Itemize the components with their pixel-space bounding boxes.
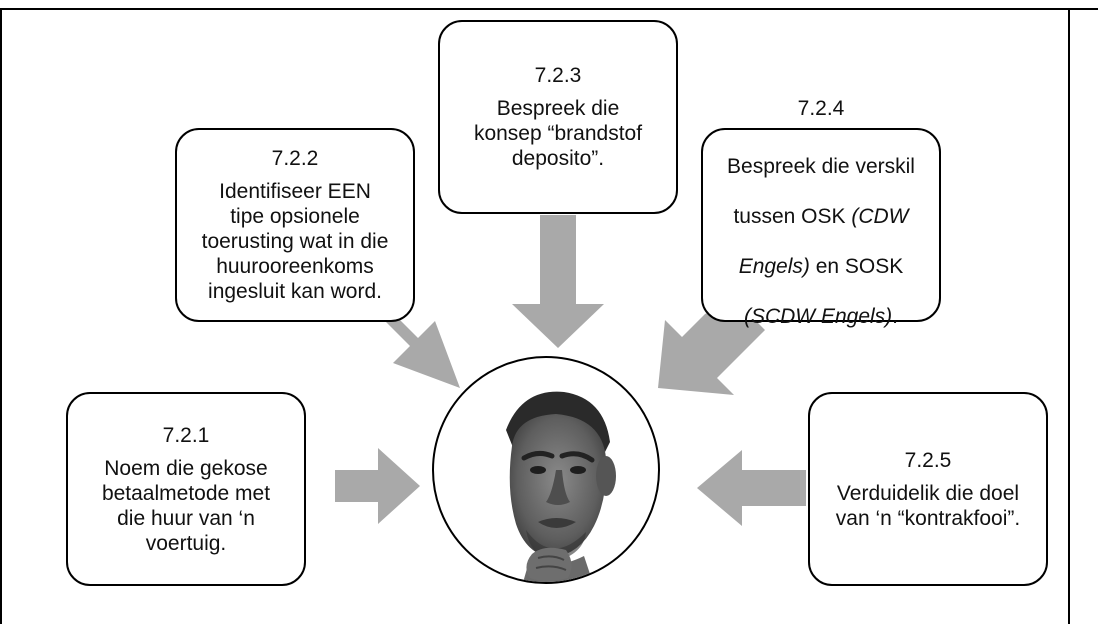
text-segment: . <box>892 305 899 328</box>
box-text: Identifiseer EEN tipe opsionele toerusti… <box>201 180 389 303</box>
person-thinking-photo <box>506 391 616 582</box>
box-text-line: Engels) en SOSK <box>727 254 915 279</box>
box-text-line: tussen OSK (CDW <box>727 204 915 229</box>
text-segment: tussen OSK <box>733 205 852 228</box>
box-number: 7.2.2 <box>271 147 319 170</box>
frame-top-border <box>0 8 1098 10</box>
box-7-2-1: 7.2.1 Noem die gekose betaalmetode met d… <box>66 392 306 586</box>
box-number: 7.2.3 <box>534 64 582 87</box>
arrow-right <box>335 448 420 524</box>
frame-left-border <box>0 8 2 624</box>
text-segment: en SOSK <box>809 255 904 278</box>
box-7-2-5: 7.2.5 Verduidelik die doel van ‘n “kontr… <box>808 392 1048 586</box>
frame-right-border <box>1068 8 1070 624</box>
box-number: 7.2.4 <box>797 97 845 120</box>
arrow-down-left <box>658 300 765 395</box>
center-photo-circle <box>432 356 660 584</box>
box-7-2-4: 7.2.4 Bespreek die verskil tussen OSK (C… <box>701 97 941 328</box>
box-text-line: Bespreek die verskil <box>727 155 915 178</box>
box-7-2-3: 7.2.3 Bespreek die konsep “brandstof dep… <box>438 20 678 214</box>
box-text: Noem die gekose betaalmetode met die huu… <box>101 456 271 555</box>
box-text: Bespreek die verskil tussen OSK (CDW Eng… <box>727 129 915 354</box>
text-segment-italic: Engels) <box>738 255 810 278</box>
arrow-down <box>512 215 604 348</box>
box-7-2-2: 7.2.2 Identifiseer EEN tipe opsionele to… <box>175 128 415 322</box>
box-number: 7.2.5 <box>904 448 952 472</box>
text-segment-italic: (CDW <box>851 205 909 228</box>
box-text: Verduidelik die doel van ‘n “kontrakfooi… <box>835 481 1021 530</box>
box-text-line: (SCDW Engels). <box>727 304 915 329</box>
box-text: Bespreek die konsep “brandstof deposito”… <box>473 97 643 170</box>
text-segment-italic: (SCDW Engels) <box>743 305 893 328</box>
box-number: 7.2.1 <box>162 423 210 447</box>
arrow-left <box>697 450 806 526</box>
arrow-down-right <box>338 290 460 388</box>
